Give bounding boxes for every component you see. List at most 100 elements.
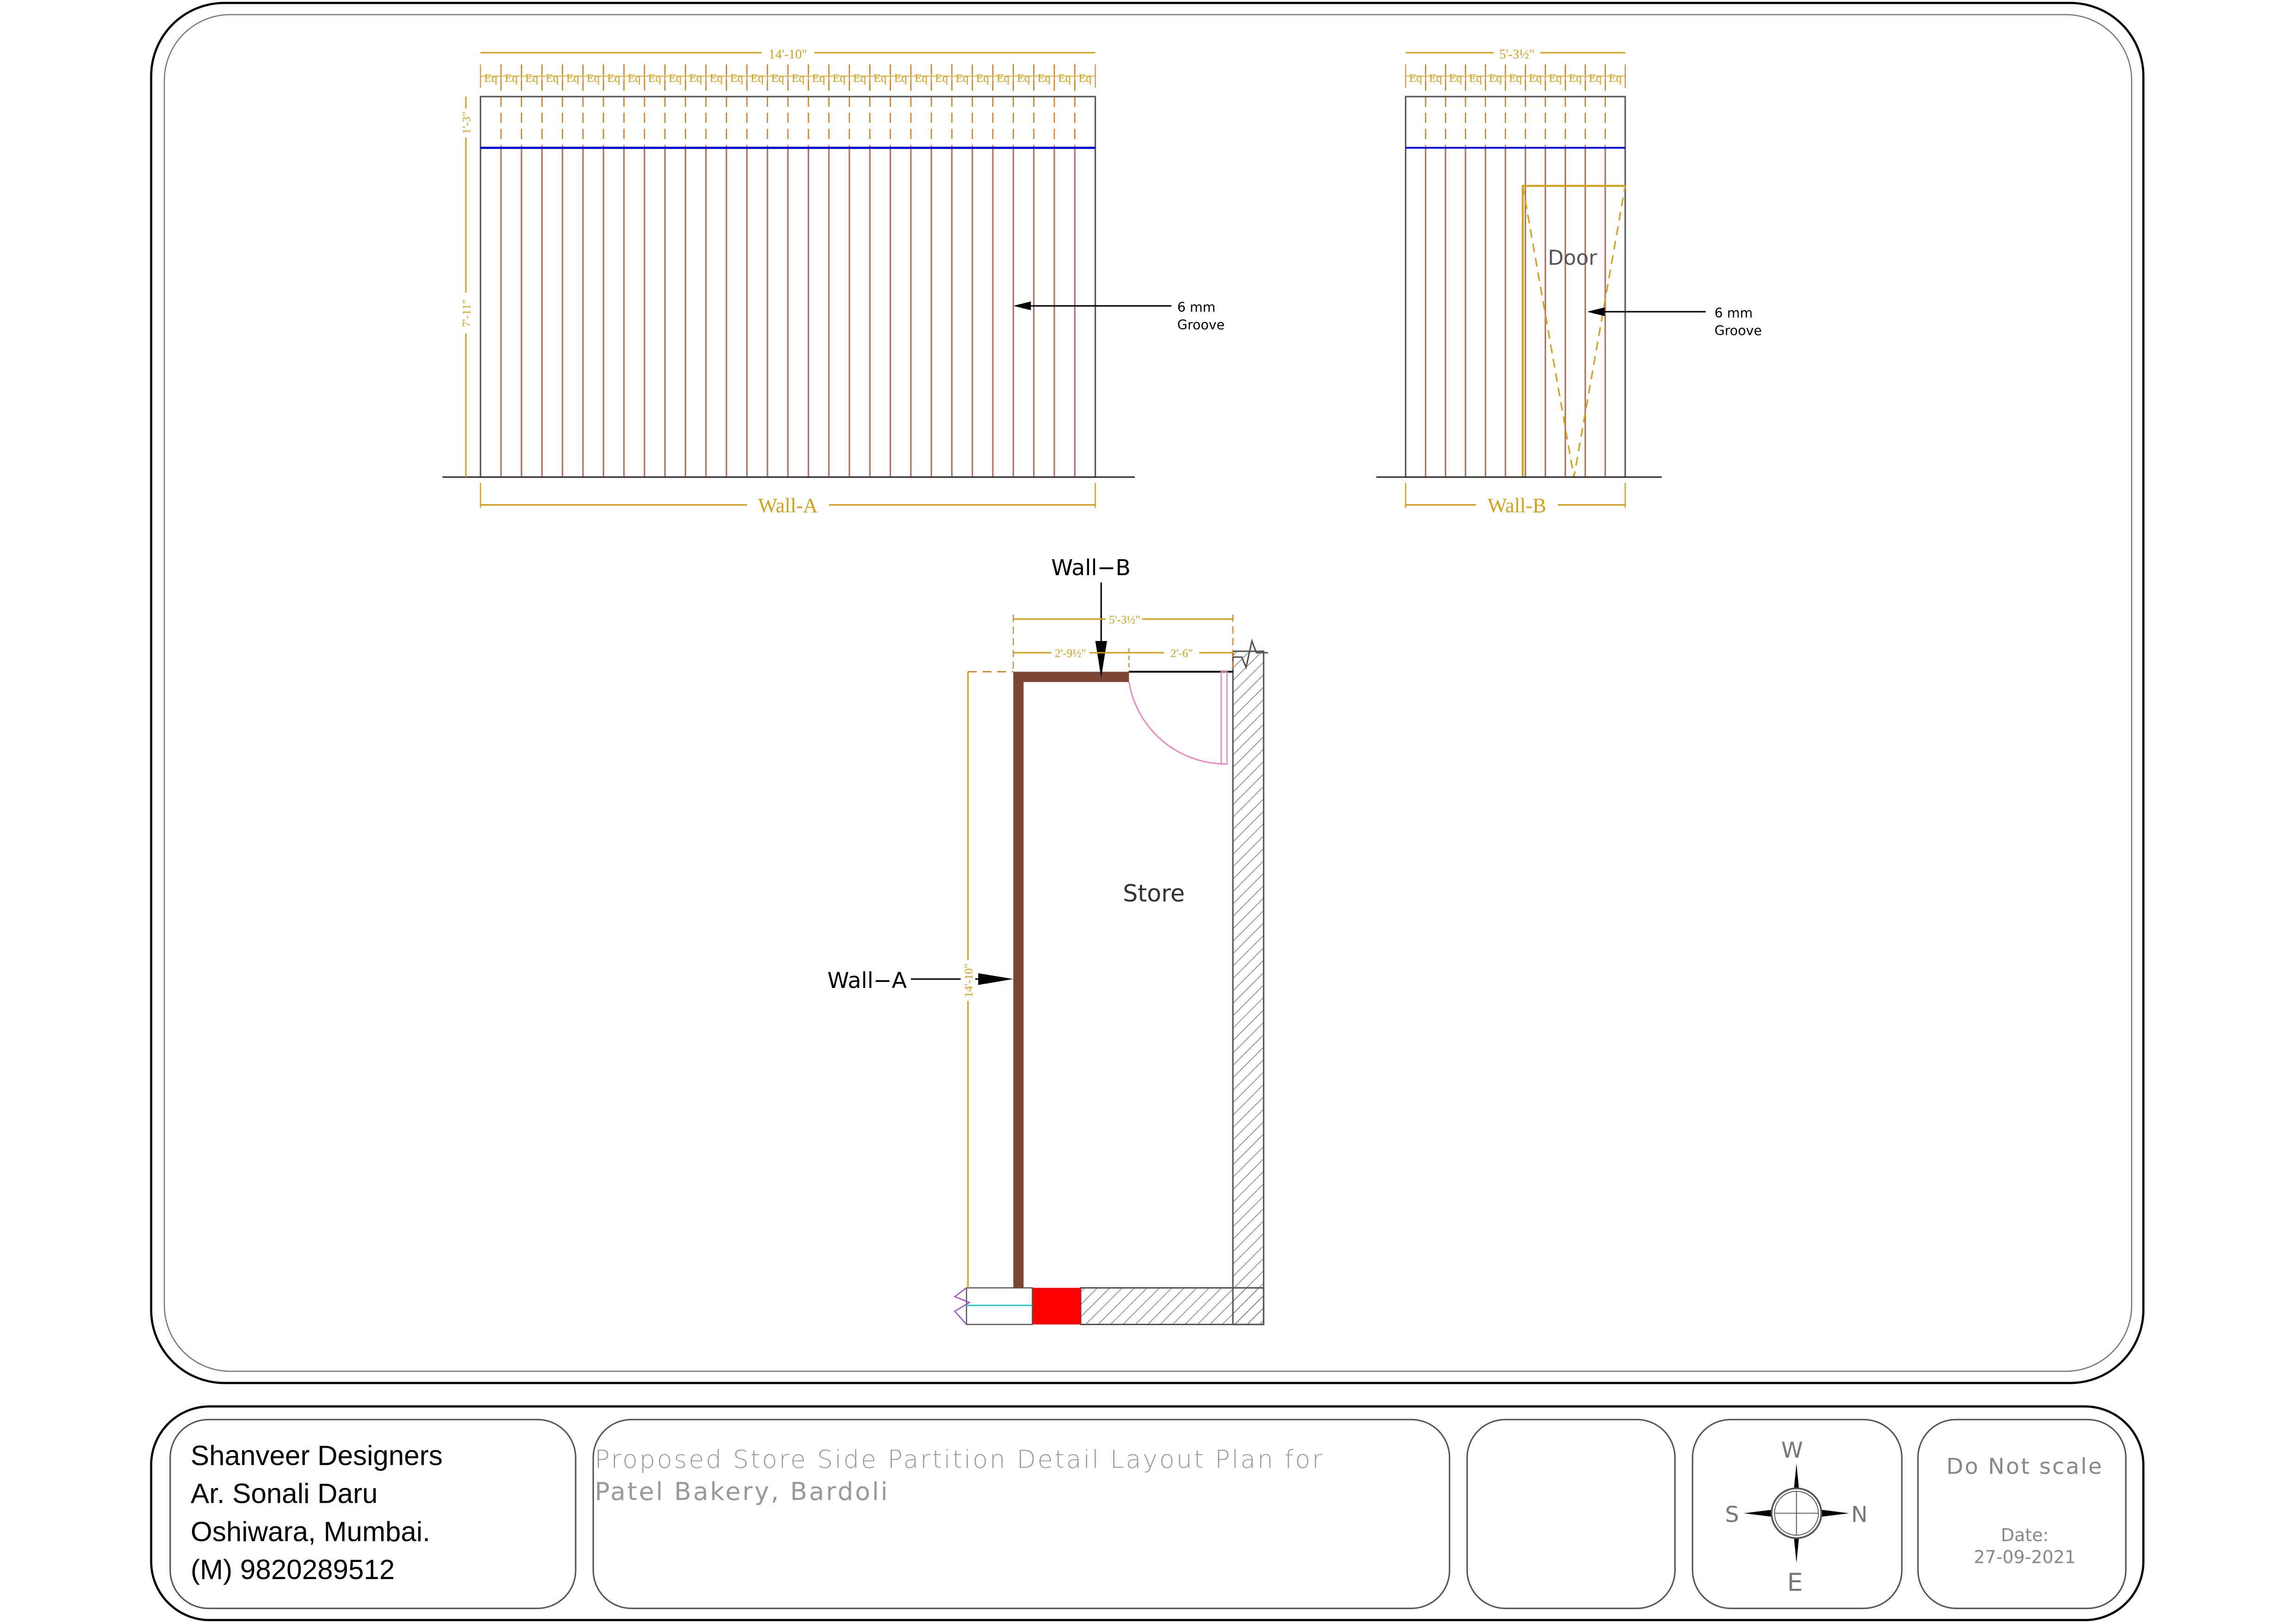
wall-a-elevation: Eq Eq Eq Eq Eq Eq Eq Eq Eq Eq Eq Eq Eq Eq Eq Eq Eq Eq Eq Eq…	[442, 43, 1225, 517]
eq-label: Eq	[628, 72, 641, 85]
existing-wall-right	[1232, 650, 1265, 1326]
partition-wall	[1013, 672, 1129, 1288]
eq-label: Eq	[1429, 72, 1442, 85]
groove-note-line2: Groove	[1177, 317, 1225, 333]
inner-frame	[163, 14, 2133, 1372]
eq-label: Eq	[853, 72, 866, 85]
wall-b-outline	[1405, 96, 1626, 478]
wall-a-top-band-dimension: 1'-3"	[460, 111, 473, 134]
door-leaf	[1220, 671, 1228, 765]
eq-label: Eq	[1569, 72, 1582, 85]
eq-label: Eq	[894, 72, 907, 85]
wall-b-label: Wall-B	[1487, 494, 1546, 517]
eq-label: Eq	[566, 72, 579, 85]
wall-a-height-dimension: 7'-11"	[460, 299, 473, 327]
compass-box	[1691, 1419, 1903, 1609]
svg-text:W: W	[1781, 1438, 1803, 1463]
north-arrow-icon: W S N E	[1725, 1438, 1868, 1597]
eq-label: Eq	[935, 72, 948, 85]
groove-note-line1: 6 mm	[1177, 300, 1216, 315]
eq-label: Eq	[1609, 72, 1621, 85]
eq-label: Eq	[1489, 72, 1502, 85]
column	[1032, 1288, 1081, 1325]
plan-right-segment-dimension: 2'-6"	[1170, 647, 1193, 660]
arrow-down-icon	[1095, 641, 1107, 678]
notes-box	[1917, 1419, 2127, 1609]
scale-note: Do Not scale	[1946, 1454, 2103, 1479]
eq-label: Eq	[1038, 72, 1051, 85]
wall-a-label: Wall-A	[758, 494, 818, 517]
store-plan: Store Wall−B Wall−A 5'-3½" 2'-9½" 2'-6" …	[828, 555, 1268, 1326]
blank-box	[1466, 1419, 1676, 1609]
wall-a-marker: Wall−A	[828, 968, 907, 994]
eq-label: Eq	[976, 72, 989, 85]
eq-label: Eq	[956, 72, 969, 85]
svg-text:N: N	[1851, 1502, 1868, 1528]
eq-label: Eq	[1549, 72, 1562, 85]
plan-width-dimension: 5'-3½"	[1109, 613, 1140, 626]
eq-label: Eq	[1529, 72, 1542, 85]
drawing-title-box	[592, 1419, 1450, 1609]
wall-b-marker: Wall−B	[1051, 555, 1131, 580]
eq-label: Eq	[1449, 72, 1462, 85]
plan-left-segment-dimension: 2'-9½"	[1055, 647, 1086, 660]
outer-frame	[150, 1, 2145, 1384]
break-symbol	[953, 1287, 971, 1325]
door-swing-arc	[1128, 682, 1227, 765]
existing-wall-bottom	[1080, 1287, 1265, 1326]
eq-label: Eq	[689, 72, 702, 85]
firm-name: Shanveer Designers	[191, 1440, 443, 1471]
eq-label: Eq	[812, 72, 825, 85]
break-symbol	[1233, 638, 1268, 670]
eq-label: Eq	[1589, 72, 1602, 85]
eq-label: Eq	[587, 72, 600, 85]
drawing-title-line2: Patel Bakery, Bardoli	[594, 1477, 889, 1506]
eq-label: Eq	[792, 72, 805, 85]
eq-label: Eq	[648, 72, 661, 85]
eq-label: Eq	[833, 72, 846, 85]
wall-a-groove-lines: Eq Eq Eq Eq Eq Eq Eq Eq Eq Eq Eq Eq Eq Eq Eq Eq Eq Eq Eq Eq…	[480, 64, 1096, 477]
firm-address: Oshiwara, Mumbai.	[191, 1516, 430, 1547]
wall-a-width-dimension: 14'-10"	[769, 48, 807, 62]
arrow-icon	[1013, 301, 1031, 310]
eq-label: Eq	[710, 72, 723, 85]
date-label: Date:	[2001, 1525, 2049, 1545]
eq-label: Eq	[1469, 72, 1482, 85]
eq-label: Eq	[607, 72, 620, 85]
architect-name: Ar. Sonali Daru	[191, 1478, 378, 1509]
eq-label: Eq	[1017, 72, 1030, 85]
eq-label: Eq	[546, 72, 559, 85]
eq-label: Eq	[730, 72, 743, 85]
firm-box	[169, 1419, 576, 1609]
eq-label: Eq	[1409, 72, 1422, 85]
wall-b-width-dimension: 5'-3½"	[1499, 48, 1535, 62]
svg-text:S: S	[1725, 1502, 1739, 1528]
wall-b-elevation: Eq Eq Eq Eq Eq Eq Eq Eq Eq Eq Eq Door 5'-3½" Wall-…	[1376, 41, 1762, 517]
door-label: Door	[1548, 247, 1597, 270]
eq-label: Eq	[1509, 72, 1522, 85]
wall-b-groove-lines: Eq Eq Eq Eq Eq Eq Eq Eq Eq Eq Eq	[1405, 64, 1626, 477]
plan-length-dimension: 14'-10"	[962, 963, 975, 998]
date-value: 27-09-2021	[1974, 1547, 2076, 1567]
firm-phone: (M) 9820289512	[191, 1554, 395, 1585]
eq-label: Eq	[873, 72, 886, 85]
eq-label: Eq	[771, 72, 784, 85]
eq-label: Eq	[1058, 72, 1071, 85]
door-elevation: Door	[1522, 185, 1626, 477]
title-block: Shanveer Designers Ar. Sonali Daru Oshiw…	[150, 1405, 2145, 1622]
eq-label: Eq	[915, 72, 928, 85]
eq-label: Eq	[1078, 72, 1091, 85]
eq-label: Eq	[505, 72, 518, 85]
eq-label: Eq	[525, 72, 538, 85]
arrow-right-icon	[978, 973, 1014, 985]
room-label: Store	[1123, 880, 1185, 907]
groove-note-line1: 6 mm	[1714, 306, 1753, 321]
arrow-icon	[1587, 307, 1605, 316]
svg-text:E: E	[1787, 1567, 1803, 1597]
eq-label: Eq	[484, 72, 497, 85]
drawing-title-line1: Proposed Store Side Partition Detail Lay…	[594, 1445, 1324, 1474]
eq-label: Eq	[996, 72, 1009, 85]
eq-label: Eq	[668, 72, 681, 85]
groove-note-line2: Groove	[1714, 323, 1762, 339]
